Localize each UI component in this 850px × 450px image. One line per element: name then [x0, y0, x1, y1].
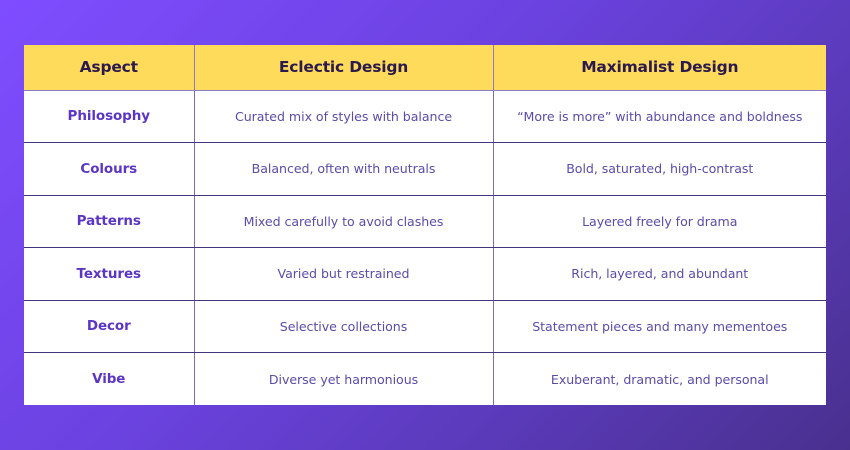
table-row: Patterns Mixed carefully to avoid clashe…: [24, 195, 826, 248]
maximalist-value: Bold, saturated, high-contrast: [493, 142, 826, 196]
eclectic-value: Diverse yet harmonious: [194, 352, 494, 405]
maximalist-value: Rich, layered, and abundant: [493, 247, 826, 301]
eclectic-value: Curated mix of styles with balance: [194, 90, 494, 143]
table-header-row: Aspect Eclectic Design Maximalist Design: [24, 45, 826, 91]
table-header: Aspect Eclectic Design Maximalist Design: [24, 45, 826, 91]
aspect-label: Textures: [24, 247, 195, 301]
maximalist-value: Layered freely for drama: [493, 195, 826, 248]
maximalist-value: “More is more” with abundance and boldne…: [493, 90, 826, 143]
aspect-label: Patterns: [24, 195, 195, 248]
aspect-label: Colours: [24, 142, 195, 196]
comparison-table-container: Aspect Eclectic Design Maximalist Design…: [24, 45, 826, 405]
column-header-eclectic-design: Eclectic Design: [194, 45, 494, 91]
table-row: Vibe Diverse yet harmonious Exuberant, d…: [24, 352, 826, 405]
table-row: Textures Varied but restrained Rich, lay…: [24, 247, 826, 301]
table-row: Colours Balanced, often with neutrals Bo…: [24, 142, 826, 196]
eclectic-value: Selective collections: [194, 300, 494, 353]
maximalist-value: Statement pieces and many mementoes: [493, 300, 826, 353]
maximalist-value: Exuberant, dramatic, and personal: [493, 352, 826, 405]
aspect-label: Decor: [24, 300, 195, 353]
eclectic-value: Balanced, often with neutrals: [194, 142, 494, 196]
table-body: Philosophy Curated mix of styles with ba…: [24, 90, 826, 405]
table-row: Decor Selective collections Statement pi…: [24, 300, 826, 353]
column-header-maximalist-design: Maximalist Design: [493, 45, 826, 91]
eclectic-value: Varied but restrained: [194, 247, 494, 301]
eclectic-value: Mixed carefully to avoid clashes: [194, 195, 494, 248]
table-row: Philosophy Curated mix of styles with ba…: [24, 90, 826, 143]
column-header-aspect: Aspect: [24, 45, 195, 91]
aspect-label: Philosophy: [24, 90, 195, 143]
comparison-table: Aspect Eclectic Design Maximalist Design…: [24, 45, 826, 405]
aspect-label: Vibe: [24, 352, 195, 405]
